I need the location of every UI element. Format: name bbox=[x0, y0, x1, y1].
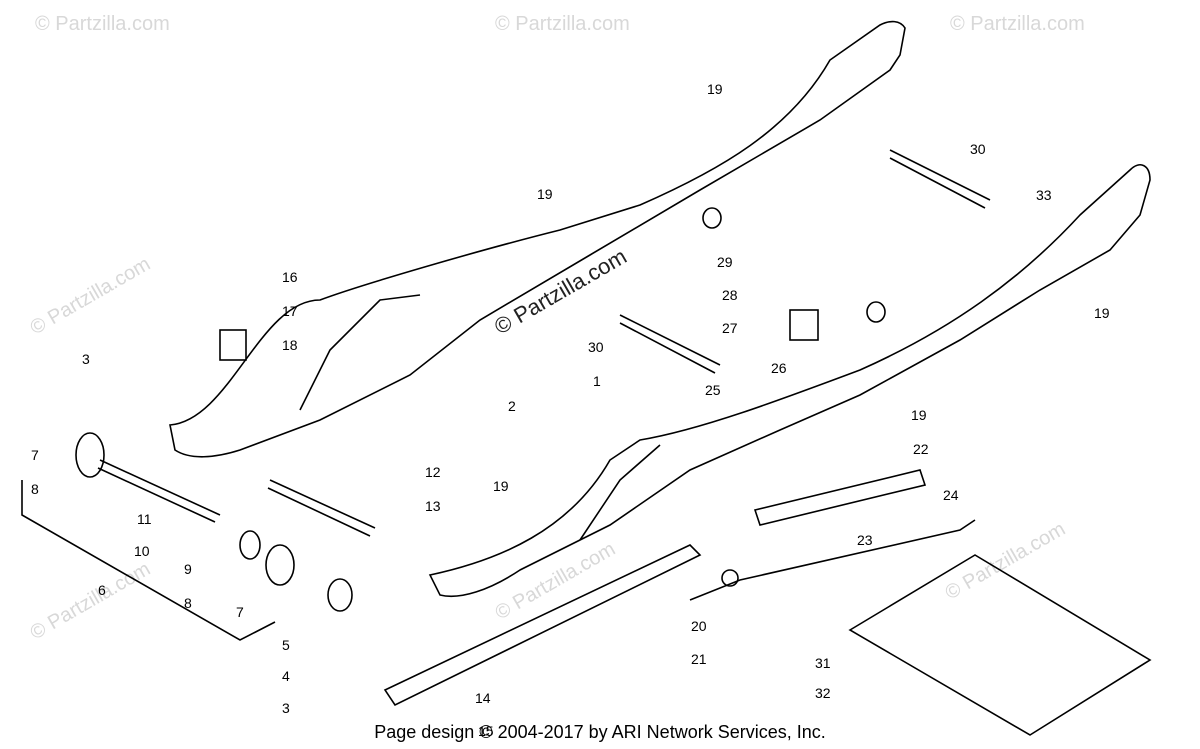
block-27 bbox=[789, 309, 819, 341]
callout-28: 28 bbox=[722, 287, 738, 303]
callout-7: 7 bbox=[31, 447, 39, 463]
callout-31: 31 bbox=[815, 655, 831, 671]
callout-10: 10 bbox=[134, 543, 150, 559]
track bbox=[848, 554, 1152, 736]
nut-29 bbox=[702, 207, 722, 229]
callout-7: 7 bbox=[236, 604, 244, 620]
watermark: © Partzilla.com bbox=[27, 253, 155, 339]
callout-27: 27 bbox=[722, 320, 738, 336]
callout-4: 4 bbox=[282, 668, 290, 684]
axle-12 bbox=[269, 479, 376, 529]
callout-30: 30 bbox=[970, 141, 986, 157]
callout-8: 8 bbox=[31, 481, 39, 497]
callout-19: 19 bbox=[537, 186, 553, 202]
callout-3: 3 bbox=[282, 700, 290, 716]
rear-axle bbox=[97, 467, 216, 523]
spring bbox=[721, 569, 739, 587]
group-bracket-6 bbox=[21, 480, 276, 641]
block-17 bbox=[219, 329, 247, 361]
callout-32: 32 bbox=[815, 685, 831, 701]
watermark: © Partzilla.com bbox=[495, 13, 630, 35]
rear-axle bbox=[99, 459, 221, 516]
spring-rod bbox=[689, 519, 976, 601]
bearing bbox=[239, 530, 261, 560]
callout-1: 1 bbox=[593, 373, 601, 389]
callout-19: 19 bbox=[493, 478, 509, 494]
callout-labels: 19 30 19 33 19 29 16 17 28 27 18 30 26 1… bbox=[31, 81, 1110, 739]
left-rail bbox=[169, 20, 906, 458]
callout-17: 17 bbox=[282, 303, 298, 319]
watermark: © Partzilla.com bbox=[492, 538, 620, 624]
watermark: © Partzilla.com bbox=[35, 13, 170, 35]
cross-shaft bbox=[889, 149, 991, 201]
callout-8: 8 bbox=[184, 595, 192, 611]
callout-18: 18 bbox=[282, 337, 298, 353]
callout-12: 12 bbox=[425, 464, 441, 480]
right-rail bbox=[428, 164, 1151, 598]
callout-25: 25 bbox=[705, 382, 721, 398]
callout-19: 19 bbox=[707, 81, 723, 97]
center-watermark: © Partzilla.com bbox=[490, 244, 631, 340]
cross-shaft bbox=[619, 314, 721, 366]
callout-30: 30 bbox=[588, 339, 604, 355]
callout-14: 14 bbox=[475, 690, 491, 706]
callout-22: 22 bbox=[913, 441, 929, 457]
callout-5: 5 bbox=[282, 637, 290, 653]
bearing bbox=[75, 432, 105, 478]
callout-20: 20 bbox=[691, 618, 707, 634]
watermark: © Partzilla.com bbox=[942, 518, 1070, 604]
callout-19: 19 bbox=[911, 407, 927, 423]
callout-19: 19 bbox=[1094, 305, 1110, 321]
callout-6: 6 bbox=[98, 582, 106, 598]
callout-33: 33 bbox=[1036, 187, 1052, 203]
callout-3: 3 bbox=[82, 351, 90, 367]
bearing bbox=[265, 544, 295, 586]
callout-16: 16 bbox=[282, 269, 298, 285]
callout-23: 23 bbox=[857, 532, 873, 548]
callout-13: 13 bbox=[425, 498, 441, 514]
callout-21: 21 bbox=[691, 651, 707, 667]
callout-11: 11 bbox=[137, 511, 152, 527]
cross-shaft bbox=[619, 322, 716, 374]
callout-2: 2 bbox=[508, 398, 516, 414]
adjuster-cap bbox=[327, 578, 353, 612]
watermark: © Partzilla.com bbox=[950, 13, 1085, 35]
slide-rail bbox=[383, 544, 702, 707]
callout-15: 15 bbox=[478, 723, 494, 739]
cross-shaft bbox=[889, 157, 986, 209]
axle-12 bbox=[267, 487, 371, 537]
callout-9: 9 bbox=[184, 561, 192, 577]
callout-24: 24 bbox=[943, 487, 959, 503]
tie-bar bbox=[753, 469, 927, 526]
nut-29 bbox=[866, 301, 886, 323]
callout-29: 29 bbox=[717, 254, 733, 270]
watermark: © Partzilla.com bbox=[27, 558, 155, 644]
callout-26: 26 bbox=[771, 360, 787, 376]
copyright-footer: Page design © 2004-2017 by ARI Network S… bbox=[374, 722, 826, 742]
